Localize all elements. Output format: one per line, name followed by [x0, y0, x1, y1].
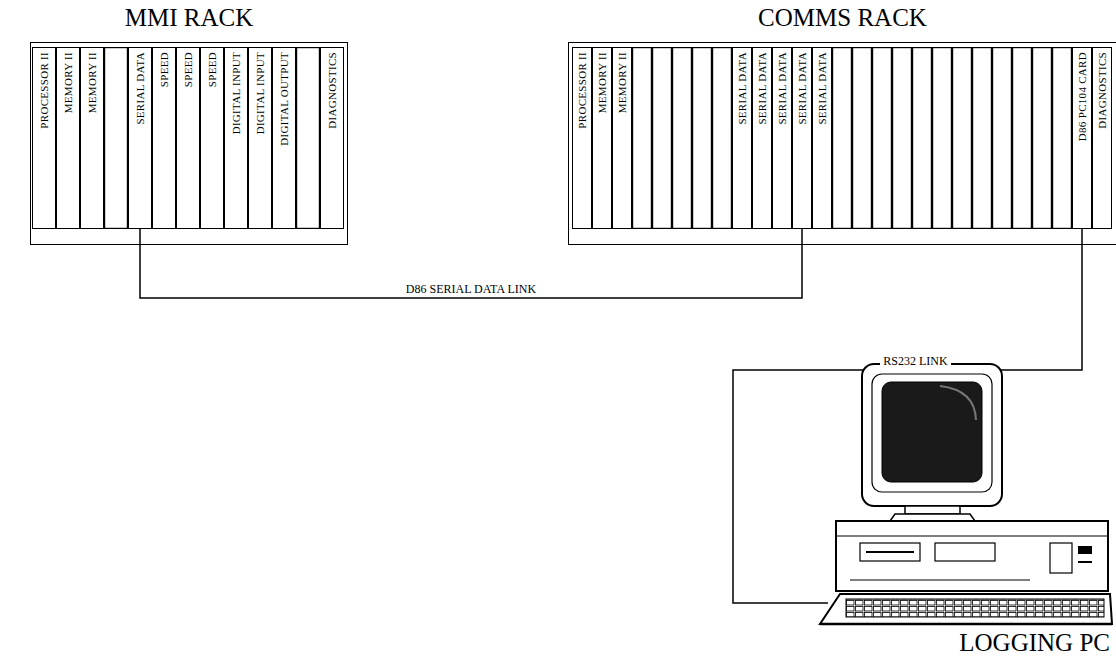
rack-card: D86 PC104 CARD: [1072, 47, 1092, 229]
blank-slot: [893, 48, 912, 229]
rack-card: MEMORY II: [612, 47, 632, 229]
blank-slot: [673, 48, 692, 229]
card-label: SPEED: [159, 52, 170, 87]
rack-card: DIGITAL INPUT: [248, 47, 272, 229]
blank-slot: [993, 48, 1012, 229]
link-label: D86 SERIAL DATA LINK: [403, 282, 539, 296]
blank-slot: [1013, 48, 1032, 229]
card-label: SERIAL DATA: [757, 52, 768, 125]
computer-node: LOGGING PC: [828, 365, 1114, 661]
card-label: SERIAL DATA: [135, 52, 146, 125]
rack-card: DIGITAL OUTPUT: [272, 47, 296, 229]
blank-slot: [653, 48, 672, 229]
card-label: SERIAL DATA: [817, 52, 828, 125]
blank-slot: [693, 48, 712, 229]
rack-card: SERIAL DATA: [772, 47, 792, 229]
card-label: MEMORY II: [597, 52, 608, 113]
card-label: D86 PC104 CARD: [1077, 52, 1088, 141]
card-label: PROCESSOR II: [577, 52, 588, 129]
rack-card: SPEED: [176, 47, 200, 229]
blank-slot: [1033, 48, 1052, 229]
blank-slot: [853, 48, 872, 229]
card-label: DIAGNOSTICS: [327, 52, 338, 129]
link-label: RS232 LINK: [880, 354, 950, 368]
card-label: MEMORY II: [617, 52, 628, 113]
rack-card: PROCESSOR II: [32, 47, 56, 229]
rack-card: SPEED: [152, 47, 176, 229]
data-link: [140, 229, 802, 298]
rack-heading: COMMS RACK: [569, 3, 1116, 33]
blank-slot: [953, 48, 972, 229]
card-label: DIGITAL INPUT: [231, 52, 242, 134]
card-label: PROCESSOR II: [39, 52, 50, 129]
card-label: DIAGNOSTICS: [1097, 52, 1108, 129]
card-label: DIGITAL OUTPUT: [279, 52, 290, 146]
blank-slot: [873, 48, 892, 229]
card-label: DIGITAL INPUT: [255, 52, 266, 134]
rack-card: DIAGNOSTICS: [320, 47, 344, 229]
card-label: SERIAL DATA: [777, 52, 788, 125]
rack-card: MEMORY II: [80, 47, 104, 229]
equipment-rack: COMMS RACKPROCESSOR IIMEMORY IIMEMORY II…: [568, 42, 1116, 245]
blank-slot: [297, 48, 320, 229]
rack-card: PROCESSOR II: [572, 47, 592, 229]
rack-card: MEMORY II: [56, 47, 80, 229]
card-label: SERIAL DATA: [797, 52, 808, 125]
card-label: SPEED: [183, 52, 194, 87]
rack-card: SERIAL DATA: [732, 47, 752, 229]
rack-card: SERIAL DATA: [812, 47, 832, 229]
rack-card: DIGITAL INPUT: [224, 47, 248, 229]
computer-caption: LOGGING PC: [959, 629, 1110, 657]
card-label: MEMORY II: [63, 52, 74, 113]
rack-card: SERIAL DATA: [792, 47, 812, 229]
rack-card: SPEED: [200, 47, 224, 229]
blank-slot: [1053, 48, 1072, 229]
rack-card: MEMORY II: [592, 47, 612, 229]
rack-card: SERIAL DATA: [752, 47, 772, 229]
rack-heading: MMI RACK: [31, 3, 347, 33]
card-label: SERIAL DATA: [737, 52, 748, 125]
card-label: SPEED: [207, 52, 218, 87]
blank-slot: [913, 48, 932, 229]
blank-slot: [833, 48, 852, 229]
blank-slot: [105, 48, 128, 229]
equipment-rack: MMI RACKPROCESSOR IIMEMORY IIMEMORY IISE…: [30, 42, 348, 245]
blank-slot: [933, 48, 952, 229]
blank-slot: [633, 48, 652, 229]
rack-card: SERIAL DATA: [128, 47, 152, 229]
blank-slots: [569, 43, 1116, 246]
blank-slot: [713, 48, 732, 229]
rack-card: DIAGNOSTICS: [1092, 47, 1112, 229]
card-label: MEMORY II: [87, 52, 98, 113]
blank-slot: [973, 48, 992, 229]
